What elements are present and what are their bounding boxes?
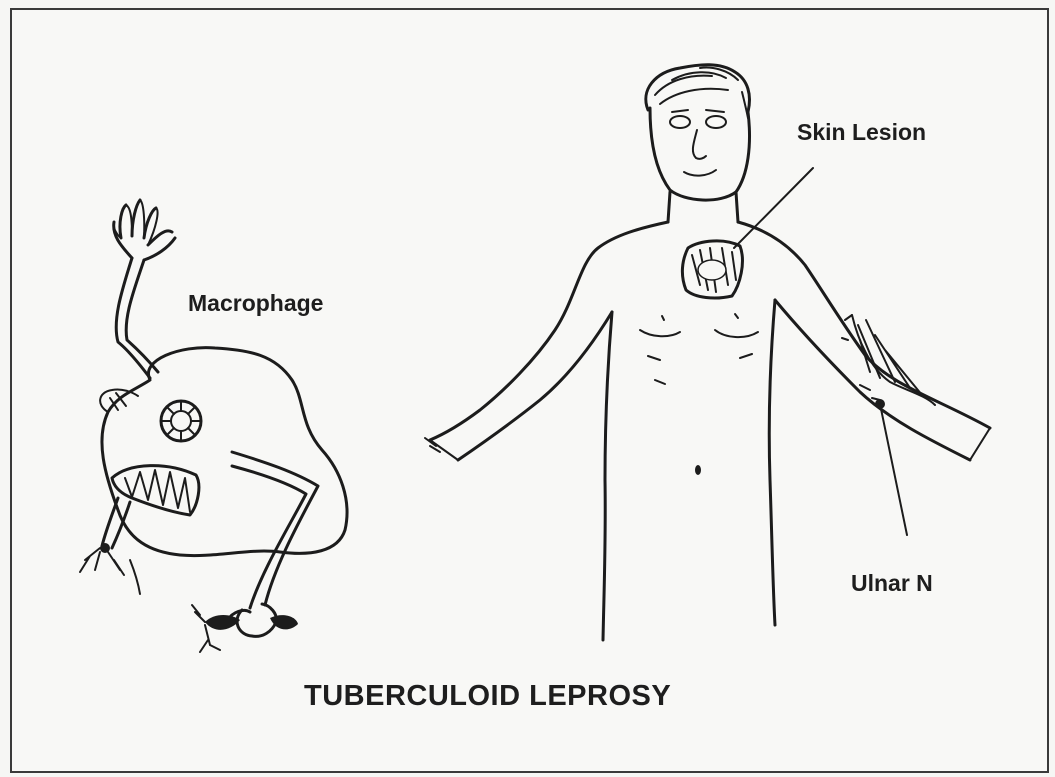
figure-title: TUBERCULOID LEPROSY [304, 680, 671, 713]
macrophage-drawing [80, 200, 347, 652]
patient-drawing [425, 65, 990, 640]
macrophage-label: Macrophage [188, 290, 323, 317]
ulnar-nerve-label: Ulnar N [851, 570, 933, 597]
skin-lesion-label: Skin Lesion [797, 119, 926, 146]
